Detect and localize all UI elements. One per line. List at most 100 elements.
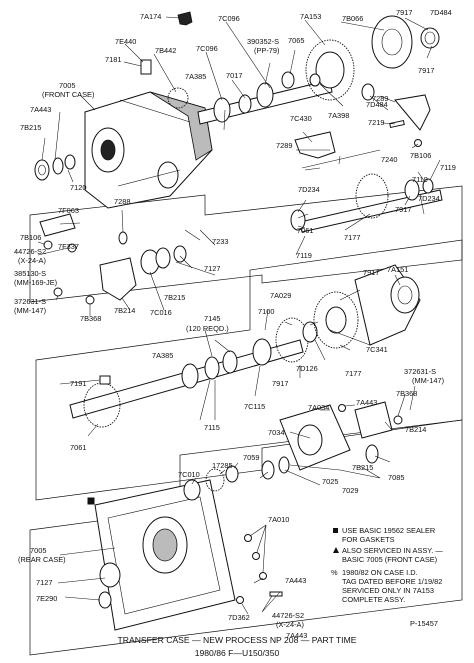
label-7B214: 7B214	[114, 306, 135, 315]
nut-7D362	[236, 596, 244, 604]
rear-case-flange	[107, 496, 221, 615]
retainer-bore	[297, 424, 323, 456]
label-7029: 7029	[342, 486, 358, 495]
pin-7219	[389, 119, 405, 129]
sprocket-7A029	[313, 291, 359, 349]
label-7289-a: 7289	[372, 94, 388, 103]
label-372631-b: 372631-S	[404, 367, 436, 376]
seal-7B215-rear	[365, 444, 379, 464]
bracket-7F063	[39, 213, 76, 237]
legend-note-tag-2: TAG DATED BEFORE 1/19/82	[342, 577, 442, 586]
label-7D126: 7D126	[296, 364, 318, 373]
label-7085: 7085	[388, 473, 404, 482]
label-7A010: 7A010	[268, 515, 289, 524]
seal-7B215	[34, 159, 50, 181]
shift-fork-7289	[394, 94, 431, 131]
label-7A034: 7A034	[308, 403, 329, 412]
ring-7C115	[252, 338, 272, 366]
front-case-bore-inner	[100, 139, 116, 161]
seal-7B215-front	[155, 247, 171, 269]
seal-7B368	[85, 295, 95, 305]
seal-7B215-inner	[38, 164, 46, 176]
label-7B106-a: 7B106	[410, 151, 431, 160]
legend-note-tag-4: COMPLETE ASSY.	[342, 595, 405, 604]
label-7D484-b: 7D484	[366, 100, 388, 109]
label-7F063: 7F063	[58, 206, 79, 215]
bearing-7917-upper	[420, 27, 440, 49]
label-7C115: 7C115	[244, 402, 265, 411]
front-case-output-bore	[157, 161, 179, 189]
legend: USE BASIC 19562 SEALER FOR GASKETS ALSO …	[331, 526, 443, 628]
label-7917-e: 7917	[272, 379, 288, 388]
label-7061-a: 7061	[297, 226, 313, 235]
washer-44726	[269, 591, 283, 597]
plug-7E290	[98, 591, 112, 609]
sprocket-7177	[355, 173, 389, 219]
plug-7181	[140, 59, 152, 75]
triangle-marker-icon	[333, 547, 339, 553]
label-7061-b: 7061	[70, 443, 86, 452]
legend-note-tag: 1980/82 ON CASE I.D.	[342, 568, 418, 577]
rollers-7145	[204, 356, 220, 380]
label-120-reqd: (120 REQD.)	[186, 324, 229, 333]
label-7059: 7059	[243, 453, 259, 462]
bearing-7917-upper-inner	[424, 31, 436, 45]
label-7181: 7181	[105, 55, 121, 64]
label-7119-c: 7119	[296, 251, 312, 260]
label-7A443-c: 7A443	[285, 576, 306, 585]
label-7E440: 7E440	[115, 37, 136, 46]
label-372631-a: 372631-S	[14, 297, 46, 306]
label-7017: 7017	[226, 71, 242, 80]
label-7A398: 7A398	[328, 111, 349, 120]
label-7A174: 7A174	[140, 12, 161, 21]
label-7025: 7025	[322, 477, 338, 486]
label-7120: 7120	[70, 183, 86, 192]
rear-case-bore-inner	[152, 528, 178, 562]
front-case-ribs	[117, 99, 191, 187]
ring-7D126	[302, 321, 318, 343]
label-7233: 7233	[212, 237, 228, 246]
mainshaft-group	[69, 264, 421, 471]
label-7D234-a: 7D234	[298, 185, 320, 194]
bearing-7A385-upper	[213, 97, 231, 123]
label-mm147-b: (MM-147)	[412, 376, 444, 385]
front-output-group	[39, 173, 443, 305]
label-7B368-b: 7B368	[396, 389, 417, 398]
mainshaft-gear	[83, 382, 121, 428]
label-7C096-a: 7C096	[218, 14, 240, 23]
label-7A029: 7A029	[270, 291, 291, 300]
label-385130: 385130-S	[14, 269, 46, 278]
plate-7B066	[371, 15, 413, 69]
label-7B066: 7B066	[342, 14, 363, 23]
label-7D362: 7D362	[228, 613, 250, 622]
label-mm169: (MM-169-JE)	[14, 278, 57, 287]
label-x24-b: (X-24-A)	[276, 620, 304, 629]
label-7917-d: 7917	[363, 268, 379, 277]
label-7917-a: 7917	[396, 8, 412, 17]
label-7C341: 7C341	[366, 345, 388, 354]
seal-7B368-rear	[393, 415, 403, 425]
label-7119-a: 7119	[440, 163, 456, 172]
caption-title: TRANSFER CASE — NEW PROCESS NP 208 — PAR…	[118, 635, 357, 645]
label-44726-a: 44726-S2	[14, 247, 46, 256]
vent-7A174	[177, 11, 193, 26]
bearing-7127-upper	[52, 157, 64, 175]
label-7A151: 7A151	[387, 265, 408, 274]
label-7034: 7034	[268, 428, 284, 437]
fork-7C430	[294, 131, 336, 159]
rear-case-group	[87, 456, 290, 631]
label-44726-b: 44726-S2	[272, 611, 304, 620]
yoke-7B214-rear	[354, 401, 393, 439]
label-7B215-c: 7B215	[352, 463, 373, 472]
bearing-7C010	[183, 479, 201, 501]
label-7219: 7219	[368, 118, 384, 127]
label-7127-a: 7127	[204, 264, 220, 273]
nut-44726	[43, 240, 53, 250]
label-7917-b: 7917	[418, 66, 434, 75]
caption: TRANSFER CASE — NEW PROCESS NP 208 — PAR…	[118, 635, 357, 658]
bolt-372631	[53, 287, 63, 297]
label-7119-b: 7119	[412, 175, 428, 184]
leader-lines	[37, 16, 441, 615]
label-7005-rear: 7005	[30, 546, 46, 555]
